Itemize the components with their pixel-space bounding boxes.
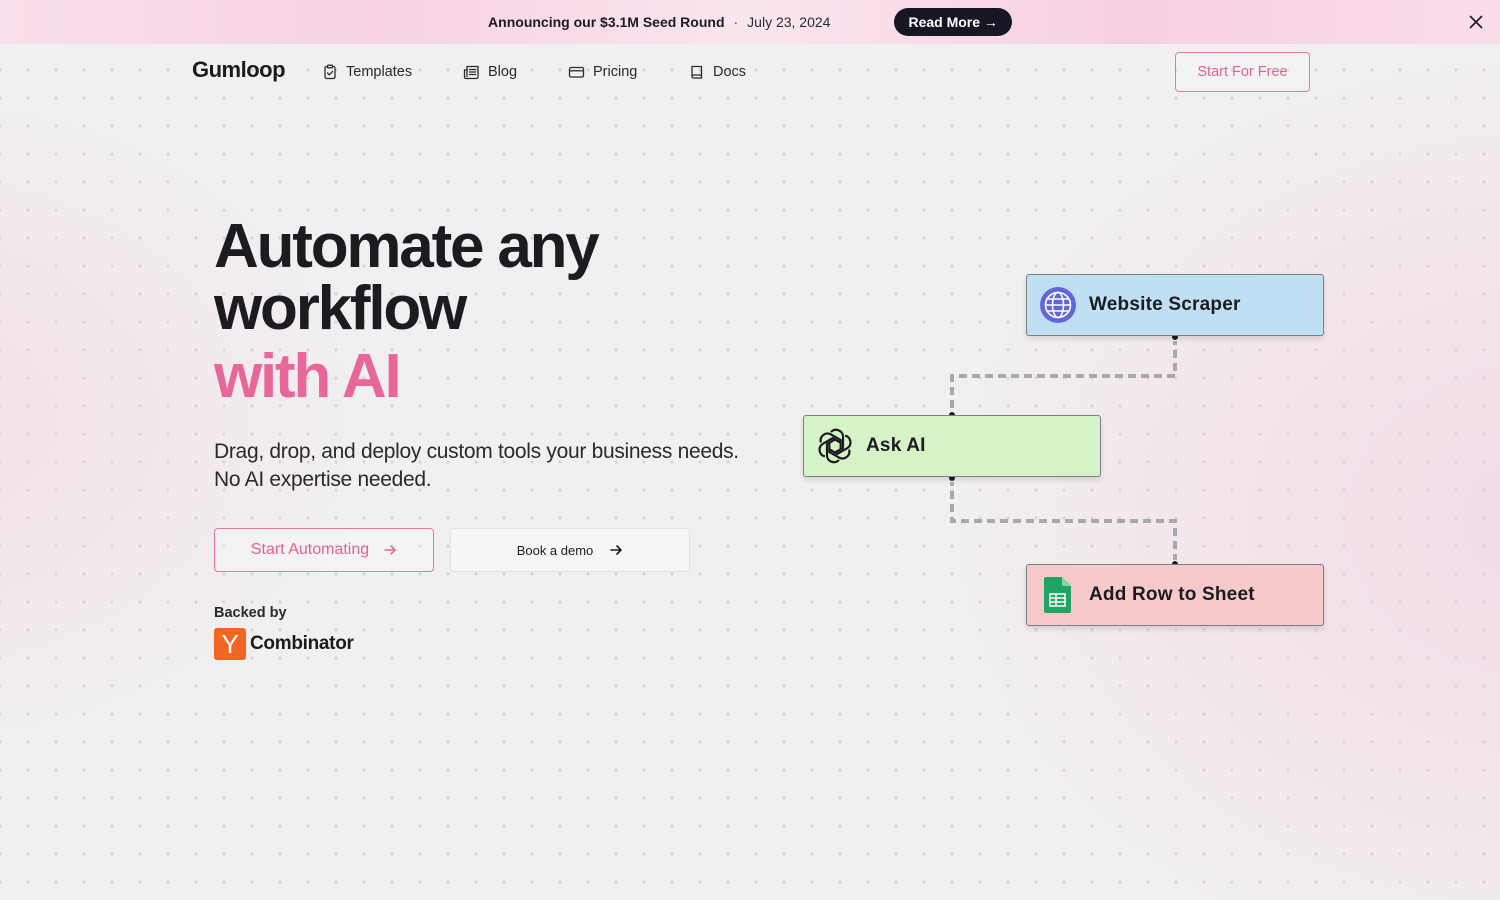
announcement-bar: Announcing our $3.1M Seed Round · July 2… bbox=[0, 0, 1500, 44]
arrow-right-icon bbox=[384, 545, 396, 555]
book-icon bbox=[691, 65, 703, 79]
nav-label-docs: Docs bbox=[713, 64, 747, 80]
node-label-ask-ai: Ask AI bbox=[866, 435, 926, 456]
globe-icon bbox=[1039, 286, 1077, 324]
hero-subtitle: Drag, drop, and deploy custom tools your… bbox=[214, 438, 774, 494]
openai-icon bbox=[816, 427, 854, 465]
top-nav: Gumloop Templates Blog Pricing Docs Star… bbox=[0, 44, 1500, 100]
read-more-button[interactable]: Read More → bbox=[894, 8, 1012, 36]
google-sheets-icon bbox=[1039, 576, 1077, 614]
nav-item-templates[interactable]: Templates bbox=[322, 62, 412, 82]
newspaper-icon bbox=[463, 65, 479, 80]
arrow-right-icon bbox=[610, 545, 623, 555]
node-label-add-row-to-sheet: Add Row to Sheet bbox=[1089, 584, 1255, 605]
nav-label-blog: Blog bbox=[488, 64, 518, 80]
start-automating-button[interactable]: Start Automating bbox=[214, 528, 434, 572]
node-add-row-to-sheet[interactable]: Add Row to Sheet bbox=[1026, 564, 1324, 626]
announcement-separator: · bbox=[733, 14, 739, 30]
hero-title: Automate any workflow bbox=[214, 212, 600, 343]
nav-item-pricing[interactable]: Pricing bbox=[568, 62, 637, 82]
hero-subtitle-line1: Drag, drop, and deploy custom tools your… bbox=[214, 440, 739, 463]
announcement-text: Announcing our $3.1M Seed Round bbox=[488, 14, 725, 30]
y-combinator-badge: Y Combinator bbox=[214, 628, 354, 660]
hero-title-line1: Automate any bbox=[214, 212, 600, 281]
node-website-scraper[interactable]: Website Scraper bbox=[1026, 274, 1324, 336]
nav-item-docs[interactable]: Docs bbox=[689, 62, 746, 82]
close-icon bbox=[1469, 15, 1483, 29]
node-ask-ai[interactable]: Ask AI bbox=[803, 415, 1101, 477]
node-label-website-scraper: Website Scraper bbox=[1089, 294, 1241, 315]
clipboard-check-icon bbox=[324, 64, 336, 80]
gumloop-logo[interactable]: Gumloop bbox=[192, 57, 286, 82]
hero-subtitle-line2: No AI expertise needed. bbox=[214, 468, 432, 491]
start-automating-label: Start Automating bbox=[250, 541, 370, 558]
hero-title-line2: workflow bbox=[214, 274, 467, 343]
nav-label-pricing: Pricing bbox=[593, 64, 638, 80]
credit-card-icon bbox=[568, 66, 585, 78]
hero-title-accent: with AI bbox=[214, 342, 402, 411]
connector-scraper-to-askai bbox=[950, 337, 1177, 415]
start-for-free-button[interactable]: Start For Free bbox=[1175, 52, 1310, 92]
y-combinator-name: Combinator bbox=[250, 633, 354, 654]
backed-by-label: Backed by bbox=[214, 605, 287, 621]
nav-item-blog[interactable]: Blog bbox=[463, 62, 517, 82]
announcement-date: July 23, 2024 bbox=[747, 14, 831, 30]
y-combinator-logo: Y bbox=[214, 628, 246, 660]
connector-askai-to-sheet bbox=[950, 478, 1177, 564]
close-announcement-button[interactable] bbox=[1466, 12, 1486, 32]
nav-label-templates: Templates bbox=[346, 64, 413, 80]
book-demo-button[interactable]: Book a demo bbox=[450, 528, 690, 572]
book-demo-label: Book a demo bbox=[516, 542, 594, 558]
